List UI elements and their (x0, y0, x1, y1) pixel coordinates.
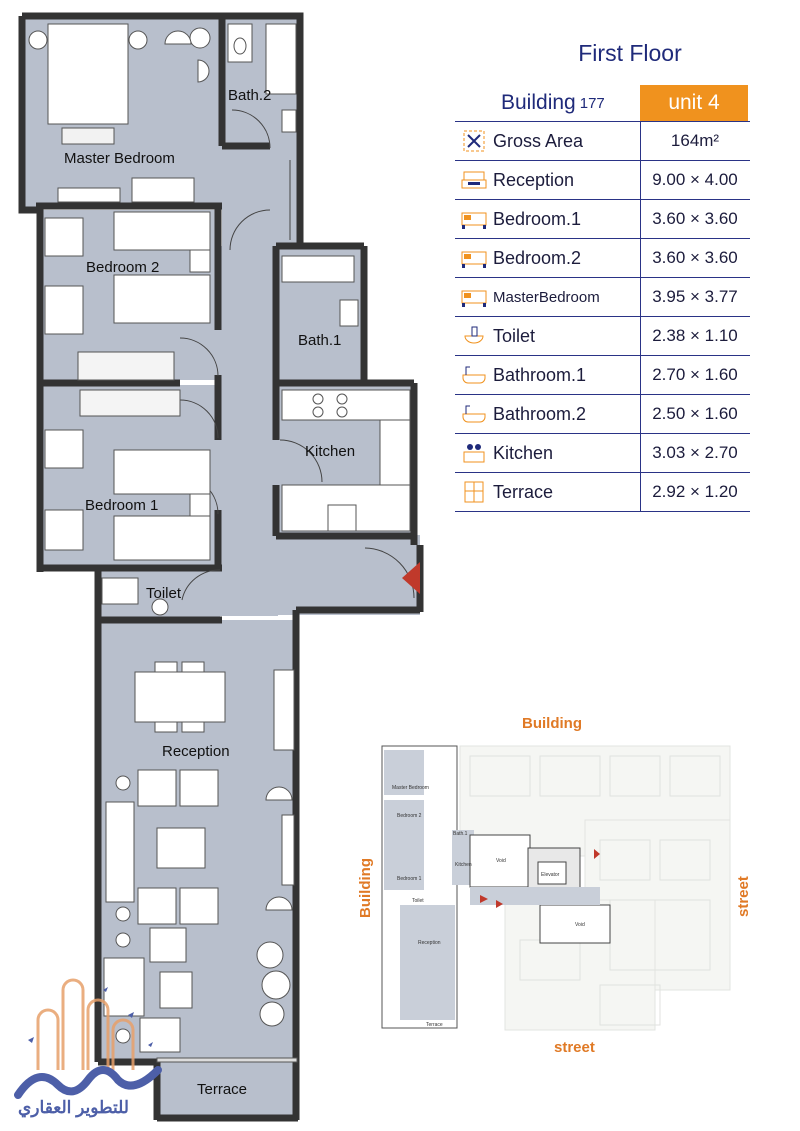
spec-row: Gross Area 164m² (455, 122, 750, 161)
spec-row: Reception 9.00 × 4.00 (455, 161, 750, 200)
entry-arrow-icon (402, 562, 420, 594)
bed-icon (455, 278, 493, 316)
bathtub-icon (455, 356, 493, 394)
spec-value: 2.50 × 1.60 (640, 395, 749, 433)
spec-name: Reception (493, 169, 575, 190)
key-plan: Master Bedroom Bedroom 2 Bath.1 Kitchen … (357, 715, 752, 1056)
floor-title: First Floor (578, 40, 682, 66)
key-label-bedroom-1: Bedroom 1 (397, 876, 422, 882)
spec-value: 2.70 × 1.60 (640, 356, 749, 394)
spec-name: Kitchen (493, 442, 554, 463)
key-label-void-1: Void (496, 858, 506, 864)
building-number: 177 (579, 94, 605, 112)
toilet-icon (455, 317, 493, 355)
spec-value: 2.38 × 1.10 (640, 317, 749, 355)
label-bath-1: Bath.1 (298, 332, 341, 349)
logo-text: للتطوير العقاري (18, 1098, 129, 1117)
key-label-building-left: Building (357, 858, 374, 918)
spec-name: Gross Area (493, 130, 584, 151)
spec-row: Bathroom.1 2.70 × 1.60 (455, 356, 750, 395)
building-label: Building (501, 91, 576, 114)
label-master-bedroom: Master Bedroom (64, 150, 175, 167)
bed-icon (455, 239, 493, 277)
spec-row: Bathroom.2 2.50 × 1.60 (455, 395, 750, 434)
spec-value: 3.60 × 3.60 (640, 239, 749, 277)
spec-table: Building 177 unit 4 Gross Area 164m² Rec… (455, 85, 750, 512)
spec-row: Bedroom.1 3.60 × 3.60 (455, 200, 750, 239)
label-bedroom-2: Bedroom 2 (86, 259, 159, 276)
key-label-master-bedroom: Master Bedroom (392, 785, 429, 791)
label-reception: Reception (162, 743, 230, 760)
spec-row: Terrace 2.92 × 1.20 (455, 473, 750, 512)
spec-value: 3.03 × 2.70 (640, 434, 749, 472)
key-label-building-top: Building (522, 715, 582, 732)
label-terrace: Terrace (197, 1081, 247, 1098)
key-label-void-2: Void (575, 922, 585, 928)
area-icon (455, 122, 493, 160)
unit-badge: unit 4 (640, 85, 748, 121)
key-label-toilet: Toilet (412, 898, 424, 904)
bed-icon (455, 200, 493, 238)
spec-value: 9.00 × 4.00 (640, 161, 749, 199)
bathtub-icon (455, 395, 493, 433)
spec-row: MasterBedroom 3.95 × 3.77 (455, 278, 750, 317)
key-label-kitchen: Kitchen (455, 862, 472, 868)
spec-value: 2.92 × 1.20 (640, 473, 749, 511)
spec-name: Bedroom.1 (493, 208, 582, 229)
key-label-street-right: street (735, 876, 752, 917)
spec-row: Toilet 2.38 × 1.10 (455, 317, 750, 356)
key-label-street-bottom: street (554, 1039, 595, 1056)
sofa-icon (455, 161, 493, 199)
label-toilet: Toilet (146, 585, 182, 602)
company-logo (14, 978, 162, 1099)
spec-name: Bedroom.2 (493, 247, 582, 268)
spec-value: 3.95 × 3.77 (640, 278, 749, 316)
spec-name: Bathroom.1 (493, 364, 587, 385)
spec-value: 3.60 × 3.60 (640, 200, 749, 238)
spec-name: MasterBedroom (493, 288, 600, 306)
spec-row: Bedroom.2 3.60 × 3.60 (455, 239, 750, 278)
key-label-reception: Reception (418, 940, 441, 946)
window-icon (455, 473, 493, 511)
kitchen-icon (455, 434, 493, 472)
spec-value: 164m² (640, 122, 749, 160)
key-label-elevator: Elevator (541, 872, 560, 878)
spec-name: Terrace (493, 481, 554, 502)
plan-furniture (28, 23, 411, 1063)
spec-name: Toilet (493, 325, 536, 346)
label-bath-2: Bath.2 (228, 87, 271, 104)
key-label-bedroom-2: Bedroom 2 (397, 813, 422, 819)
label-bedroom-1: Bedroom 1 (85, 497, 158, 514)
spec-name: Bathroom.2 (493, 403, 587, 424)
spec-header: Building 177 unit 4 (455, 85, 750, 122)
spec-row: Kitchen 3.03 × 2.70 (455, 434, 750, 473)
key-label-terrace: Terrace (426, 1022, 443, 1028)
key-label-bath-1: Bath.1 (453, 831, 468, 837)
label-kitchen: Kitchen (305, 443, 355, 460)
